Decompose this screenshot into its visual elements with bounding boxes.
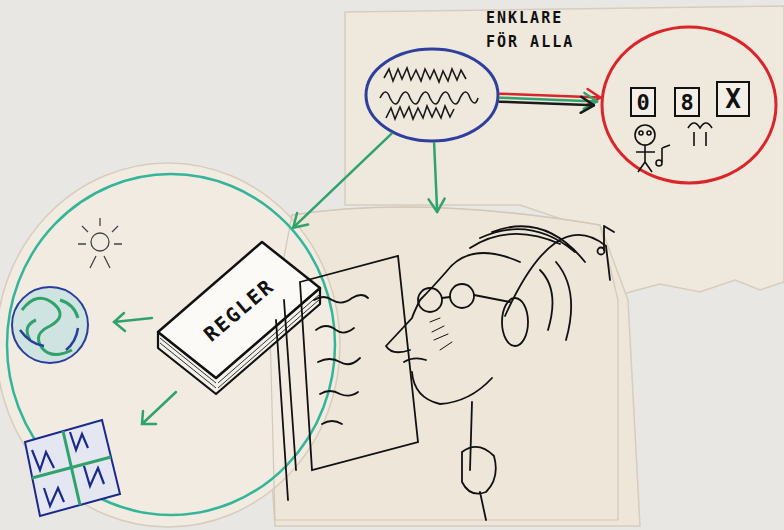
panel-grid [32,431,111,505]
arrow [142,392,176,424]
hair [470,226,585,340]
globe-sea [20,328,78,350]
scribble-text [380,68,478,119]
arrow-connector [293,134,391,228]
arrow-head [587,89,600,105]
glasses-frame [442,295,510,302]
paper-piece [0,163,340,527]
scribble [386,106,454,119]
music-note [598,248,605,255]
flower-symbol [688,123,712,146]
node-outline [268,212,620,522]
globe-land [22,298,78,354]
rule-book: REGLER [140,220,325,396]
arrow-head [429,199,445,212]
glasses [450,284,474,308]
arrow-head [584,93,597,109]
sun-symbol [78,218,122,268]
headphone-band [505,235,610,316]
ballot-box: X [716,81,750,117]
arrow-line [293,134,391,228]
rules-oval: REGLER [5,172,337,517]
paper-writing [314,295,368,424]
globe [12,287,88,363]
glasses [418,288,442,312]
arrow-head [581,97,594,113]
reader-caricature [276,226,614,520]
outline-ellipse [7,174,335,515]
arrow-line [500,98,597,102]
outline-ellipse [366,49,498,141]
reader-panel [268,212,620,522]
arrow-connector [500,89,600,113]
sun-rays [78,218,122,268]
arrow-line [500,102,594,106]
ear [502,298,528,346]
face-profile [386,253,520,470]
arrow-line [500,94,600,98]
person-figure [635,123,712,172]
arrow-connector [429,143,445,212]
panel-edge [270,207,618,520]
sound-lines [430,318,452,350]
arrow-head [293,213,308,228]
ballot-circle: 08X [600,25,778,185]
outline-ellipse [602,27,776,183]
arrow-line [434,143,437,212]
node-outline [364,47,500,143]
edge-label: ENKLARE FÖR ALLA [486,6,581,54]
music-note [656,160,662,166]
figure-head [635,125,655,145]
book-cover [158,242,320,378]
scribble [384,68,466,82]
hand-with-pen [462,447,496,520]
globe-symbol [12,287,88,363]
arrow [114,313,152,331]
idea-circle [364,47,500,143]
music-note [662,145,670,162]
ballot-box: 8 [674,87,700,117]
sun [91,233,109,251]
scribble [380,92,478,104]
ballot-box: 0 [630,87,656,117]
figure-eye [647,131,651,135]
figure-eye [639,131,643,135]
